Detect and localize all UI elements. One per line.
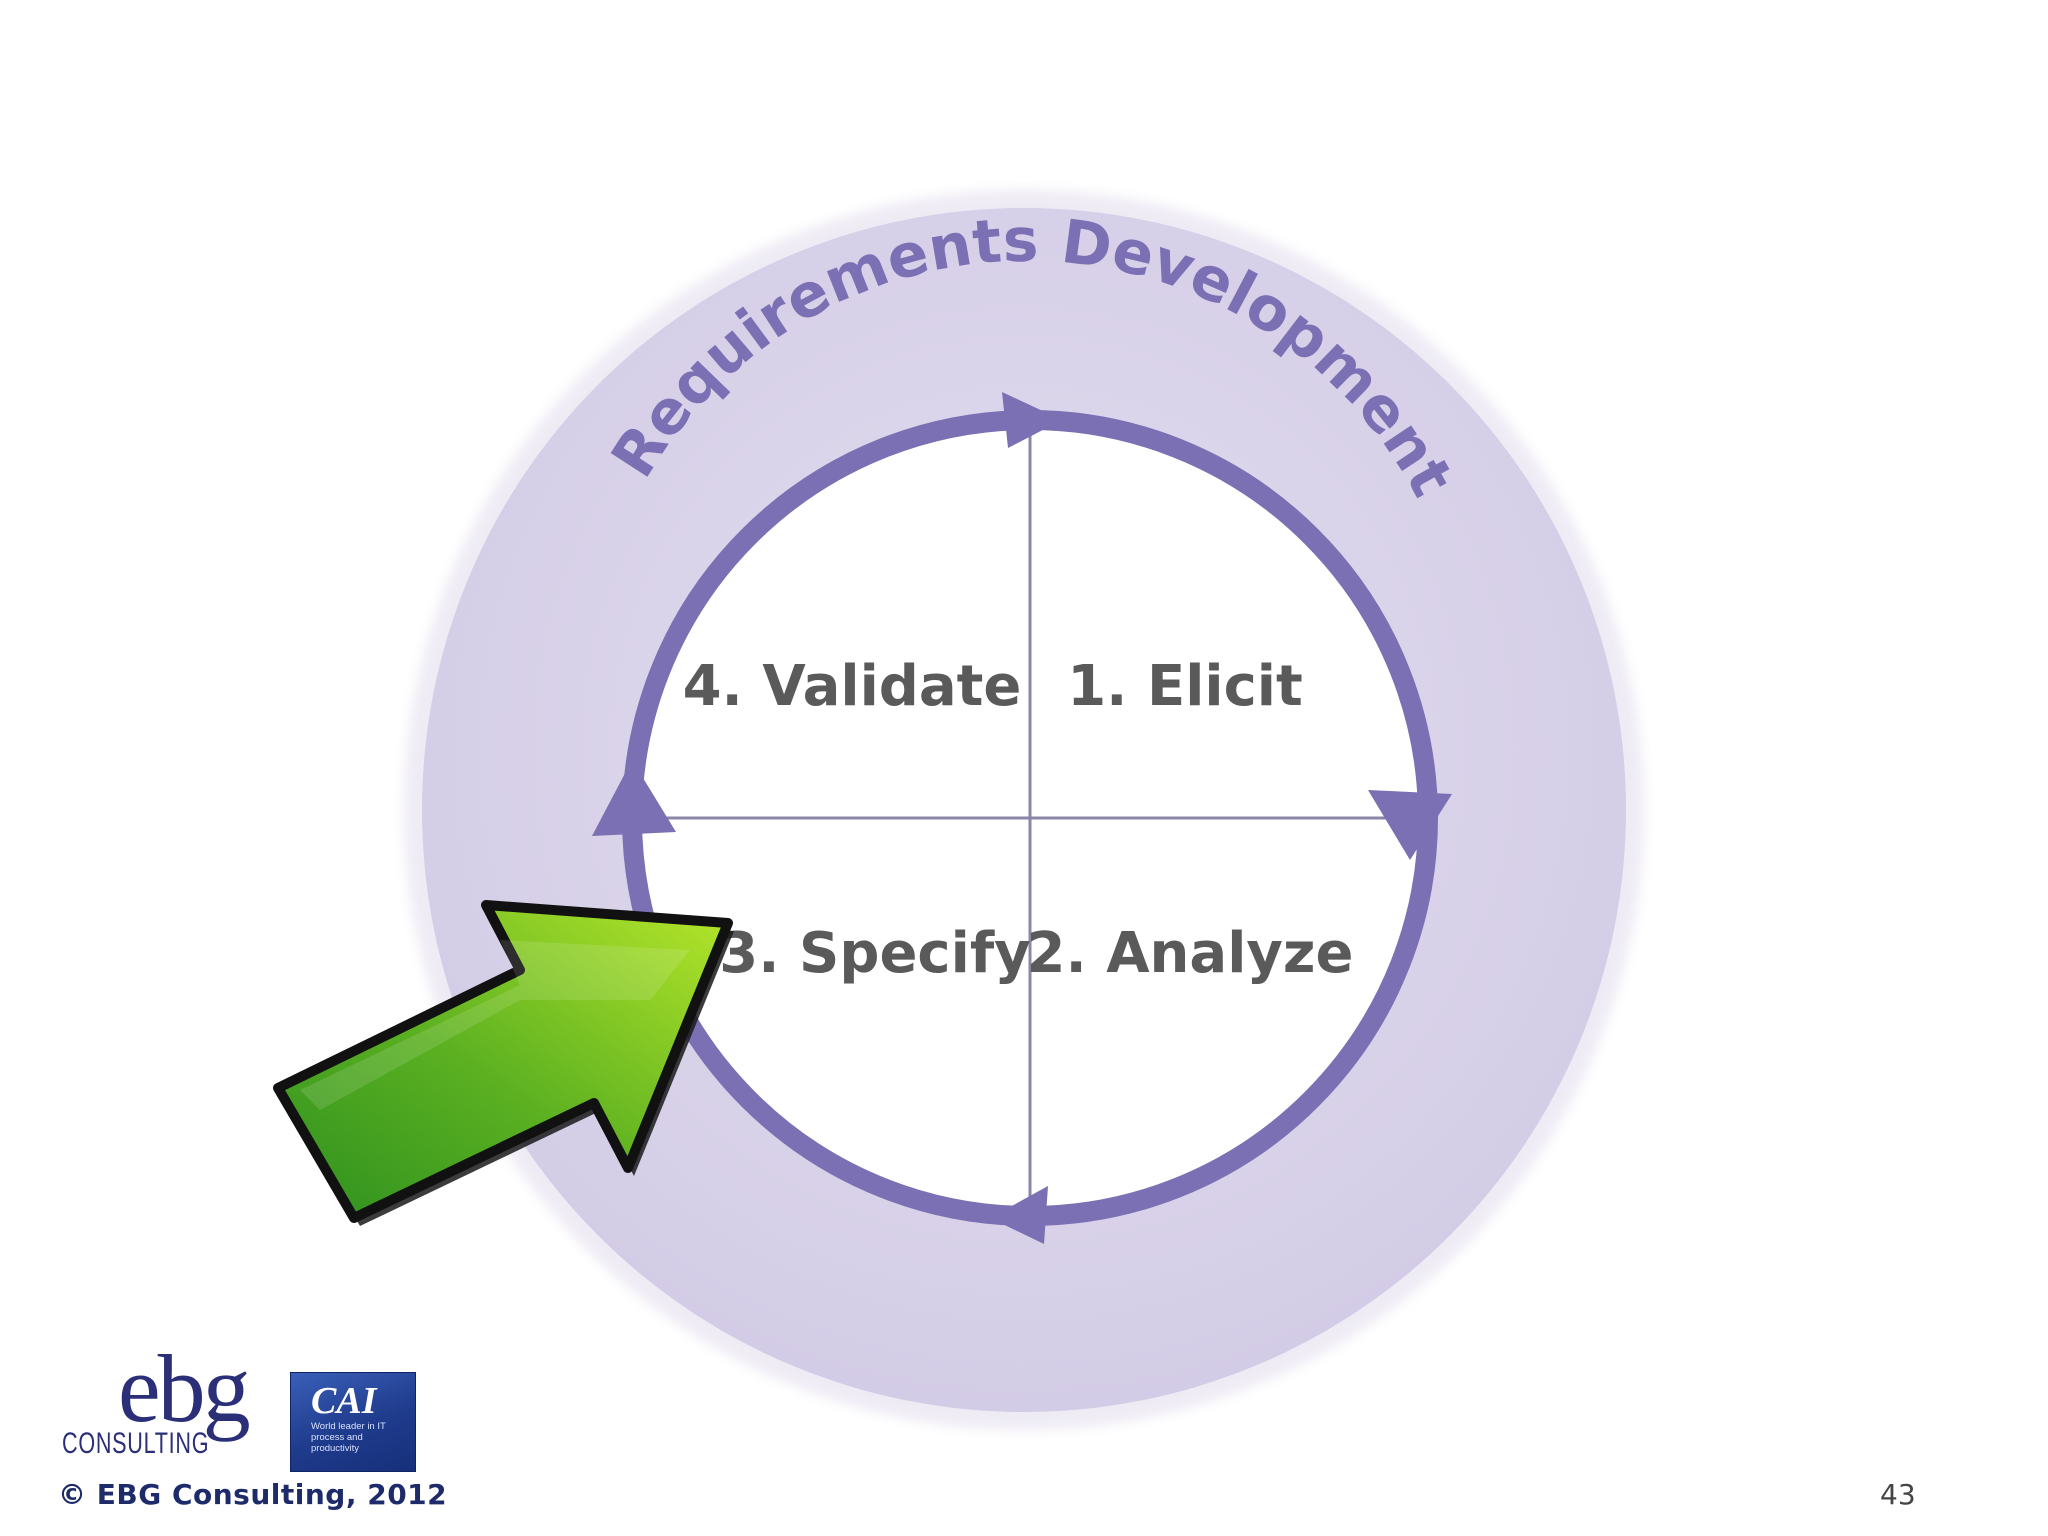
ebg-logo-sub: CONSULTING bbox=[62, 1427, 210, 1460]
step-validate-label: 4. Validate bbox=[683, 654, 1022, 719]
page-number: 43 bbox=[1880, 1478, 1916, 1511]
step-specify-label: 3. Specify bbox=[719, 921, 1030, 986]
cai-logo-word: CAI bbox=[311, 1380, 377, 1422]
arrowhead-left bbox=[592, 760, 676, 836]
cai-logo-tagline: World leader in IT process and productiv… bbox=[311, 1421, 386, 1454]
copyright-text: © EBG Consulting, 2012 bbox=[58, 1478, 448, 1511]
arrowhead-bottom bbox=[990, 1186, 1048, 1244]
ebg-consulting-logo: ebg CONSULTING bbox=[60, 1341, 251, 1475]
step-elicit-label: 1. Elicit bbox=[1067, 654, 1303, 719]
cai-logo: CAI World leader in IT process and produ… bbox=[290, 1372, 416, 1472]
ebg-logo-word: ebg bbox=[118, 1335, 251, 1442]
arrowhead-right bbox=[1368, 790, 1452, 860]
arrowhead-top bbox=[1002, 392, 1062, 448]
step-analyze-label: 2. Analyze bbox=[1026, 921, 1353, 986]
pointer-arrow bbox=[273, 900, 734, 1226]
